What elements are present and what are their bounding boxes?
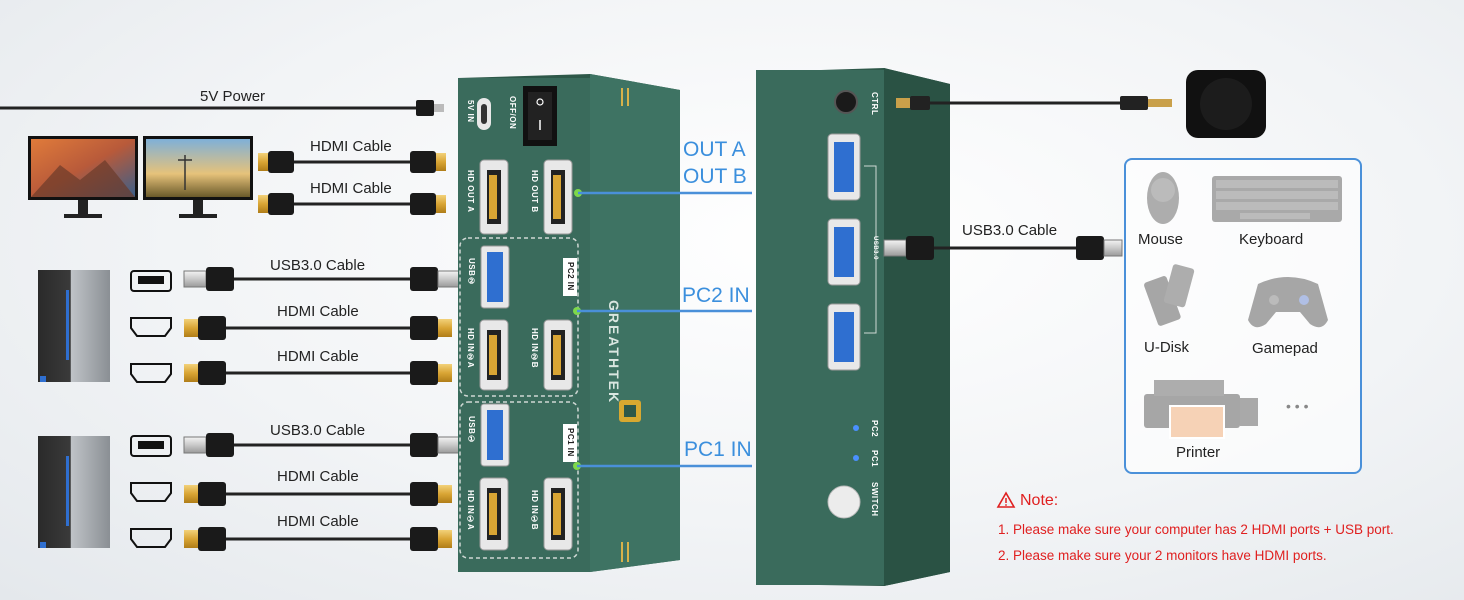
usb-cable-label-pc1: USB3.0 Cable [270, 422, 366, 439]
hd-out-b-port [543, 159, 573, 235]
out-b-label: OUT B [683, 165, 747, 188]
hdmi-cable-label-pc1-a: HDMI Cable [277, 468, 359, 485]
ctrl-jack [834, 90, 858, 114]
hd-in2a-label: HD IN②A [466, 328, 475, 369]
power-switch-label: OFF/ON [508, 96, 517, 130]
hdmi-cable-label-2: HDMI Cable [310, 180, 392, 197]
connector-out [574, 189, 752, 197]
usb-hub-cable [883, 236, 1123, 260]
out-a-label: OUT A [683, 138, 746, 161]
pc2-group-outline [459, 237, 579, 397]
hdmi-cable-pc1-a [184, 482, 452, 506]
mouse-label: Mouse [1138, 231, 1184, 248]
pc2-in-label: PC2 IN [682, 284, 750, 307]
hd-out-b-label: HD OUT B [530, 170, 539, 213]
hd-in1a-label: HD IN①A [466, 490, 475, 531]
usb-group-label: USB3.0 [872, 236, 878, 261]
power-cable [0, 100, 444, 116]
hd-out-a-label: HD OUT A [466, 170, 475, 213]
dc-in-label: 5V IN [466, 100, 475, 123]
led-pc2-label: PC2 [870, 420, 879, 438]
hdmi-cable-label-pc2-b: HDMI Cable [277, 348, 359, 365]
ctrl-cable [896, 96, 1172, 110]
pc1-port-icons [130, 435, 172, 548]
kvm-front-panel [756, 68, 950, 586]
pc-tower-1 [38, 436, 110, 548]
power-switch [523, 86, 557, 146]
hdmi-cable-pc1-b [184, 527, 452, 551]
keyboard-label: Keyboard [1239, 231, 1304, 248]
hd-in2a-port [479, 319, 509, 391]
led-pc1 [853, 455, 859, 461]
led-pc2 [853, 425, 859, 431]
usb-pc1-port [480, 403, 510, 467]
hd-in1b-label: HD IN①B [530, 490, 539, 531]
switch-label: SWITCH [870, 482, 879, 517]
pc1-in-label: PC1 IN [684, 438, 752, 461]
peripheral-panel [1124, 158, 1362, 474]
printer-label: Printer [1176, 444, 1221, 461]
note-line-2: 2. Please make sure your 2 monitors have… [998, 548, 1327, 563]
hdmi-cable-pc2-b [184, 361, 452, 385]
usb-cable-label-pc2: USB3.0 Cable [270, 257, 366, 274]
gamepad-label: Gamepad [1252, 340, 1318, 357]
remote-control [1186, 70, 1266, 138]
led-pc1-label: PC1 [870, 450, 879, 468]
hdmi-cable-label-1: HDMI Cable [310, 138, 392, 155]
hdmi-cable-pc2-a [184, 316, 452, 340]
pc2-port-icons [130, 270, 172, 383]
hd-in1b-port [543, 477, 573, 551]
power-label: 5V Power [200, 88, 266, 105]
usb-hub-cable-label: USB3.0 Cable [962, 222, 1058, 239]
note-title: Note: [1020, 492, 1059, 509]
hd-in2b-label: HD IN②B [530, 328, 539, 369]
monitor-b [143, 136, 253, 218]
note-line-1: 1. Please make sure your computer has 2 … [998, 522, 1394, 537]
more-devices: • • • [1286, 398, 1309, 414]
pc1-group-outline [459, 401, 579, 559]
pc-tower-2 [38, 270, 110, 382]
hd-out-a-port [479, 159, 509, 235]
hdmi-cable-monitor-b [258, 193, 446, 215]
usb-cable-pc1 [183, 433, 461, 457]
udisk-label: U-Disk [1144, 339, 1189, 356]
pc1-in-tag: PC1 IN [566, 428, 575, 457]
hd-in2b-port [543, 319, 573, 391]
switch-button [827, 485, 861, 519]
hdmi-cable-label-pc1-b: HDMI Cable [277, 513, 359, 530]
hd-in1a-port [479, 477, 509, 551]
pc2-in-tag-bg [563, 258, 577, 296]
usb-pc1-label: USB① [467, 416, 476, 444]
warning-icon [996, 491, 1016, 508]
usb-pc2-port [480, 245, 510, 309]
usb-pc2-label: USB② [467, 258, 476, 286]
pc2-in-tag: PC2 IN [566, 262, 575, 291]
connector-pc1 [573, 462, 752, 470]
monitor-a [28, 136, 138, 218]
dc-in-port [477, 98, 491, 130]
front-usb-ports [827, 133, 877, 371]
brand-logo: GREATHTEK [606, 300, 622, 405]
connector-pc2 [573, 307, 752, 315]
hdmi-cable-label-pc2-a: HDMI Cable [277, 303, 359, 320]
usb-cable-pc2 [183, 267, 461, 291]
ctrl-label: CTRL [870, 92, 879, 116]
pc1-in-tag-bg [563, 424, 577, 462]
hdmi-cable-monitor-a [258, 151, 446, 173]
